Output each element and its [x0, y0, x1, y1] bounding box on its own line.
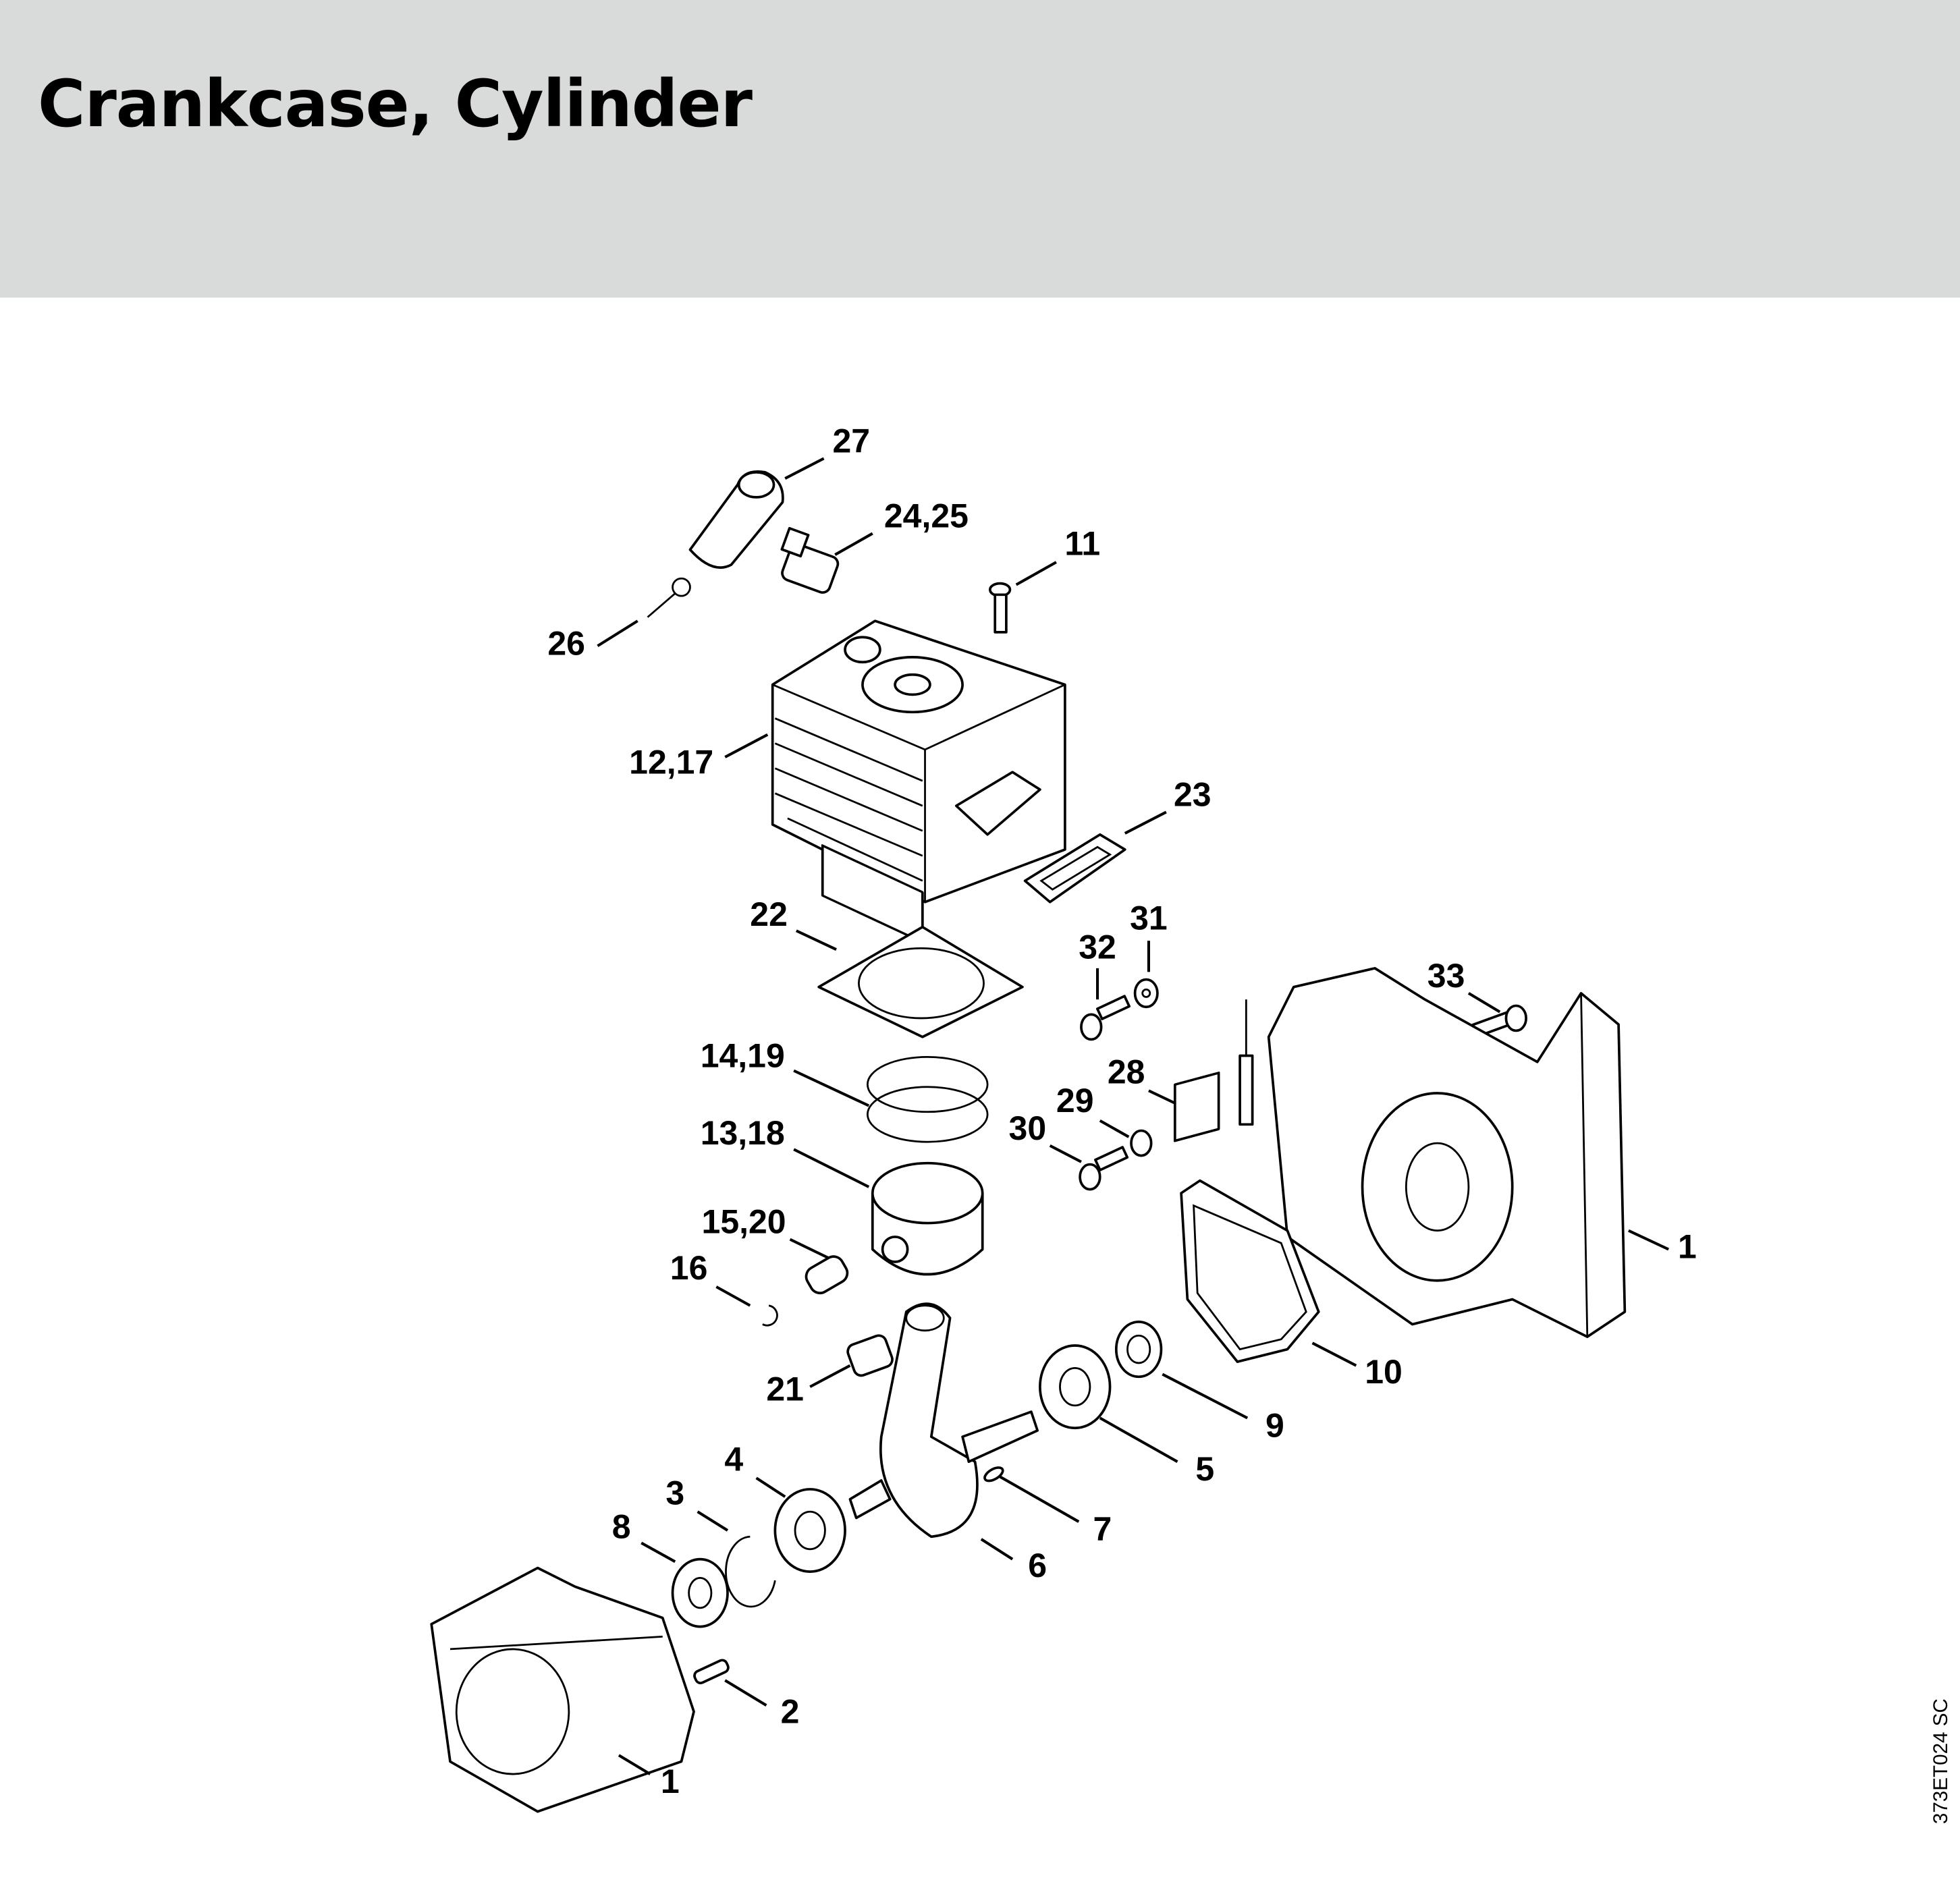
screw-30 — [1079, 1146, 1129, 1191]
callout-12-17: 12,17 — [629, 743, 713, 781]
callout-5: 5 — [1195, 1450, 1214, 1488]
cylinder — [771, 619, 1066, 944]
callout-23: 23 — [1174, 775, 1212, 813]
wire-pin — [1238, 999, 1254, 1126]
screw-33 — [1471, 1004, 1527, 1038]
callout-30: 30 — [1009, 1109, 1047, 1147]
callout-26: 26 — [547, 624, 585, 662]
screw-32 — [1080, 995, 1131, 1041]
header-bar — [0, 0, 1960, 298]
circlip-16 — [762, 1304, 778, 1327]
piston-rings — [866, 1055, 989, 1143]
cylinder-gasket-22 — [817, 925, 1024, 1038]
callout-14-19: 14,19 — [701, 1036, 785, 1074]
dowel-pin-2 — [693, 1659, 730, 1685]
crankcase-right — [1267, 967, 1627, 1338]
needle-cage-21 — [846, 1334, 894, 1377]
washer-31 — [1133, 978, 1159, 1009]
key-7 — [983, 1466, 1004, 1483]
callout-28: 28 — [1108, 1053, 1145, 1090]
callout-24-25: 24,25 — [884, 497, 969, 535]
callout-11: 11 — [1064, 524, 1100, 562]
gasket-23 — [1023, 833, 1126, 904]
callout-21: 21 — [766, 1370, 804, 1408]
ball-bearing-4 — [773, 1488, 846, 1573]
callout-16: 16 — [670, 1249, 708, 1287]
callout-27: 27 — [833, 422, 871, 460]
washer-29 — [1130, 1129, 1153, 1157]
clip-26 — [647, 577, 691, 618]
crankcase-gasket-10 — [1180, 1179, 1320, 1363]
crankcase-left — [430, 1566, 695, 1813]
page-title: Crankcase, Cylinder — [38, 66, 753, 142]
oil-seal-9 — [1114, 1320, 1163, 1379]
ball-bearing-5 — [1039, 1344, 1112, 1430]
callout-31: 31 — [1130, 899, 1168, 937]
callout-8: 8 — [612, 1507, 631, 1545]
crankshaft — [848, 1302, 1039, 1539]
callout-1-bottom: 1 — [661, 1763, 680, 1800]
spark-plug-boot — [688, 470, 784, 569]
callout-6: 6 — [1028, 1547, 1047, 1584]
callout-10: 10 — [1365, 1353, 1403, 1391]
callout-3: 3 — [665, 1474, 684, 1512]
callout-4: 4 — [724, 1440, 743, 1478]
screw-11 — [988, 582, 1012, 634]
spark-plug — [780, 526, 840, 594]
piston — [871, 1161, 984, 1276]
callout-13-18: 13,18 — [701, 1114, 785, 1152]
leader-lines — [597, 457, 1670, 1775]
oil-seal-8 — [671, 1557, 729, 1628]
callout-7: 7 — [1093, 1510, 1112, 1548]
callout-29: 29 — [1056, 1082, 1094, 1119]
callout-33: 33 — [1427, 957, 1465, 995]
circlip-3 — [725, 1535, 776, 1608]
callout-1-right: 1 — [1678, 1228, 1697, 1266]
pin-15-20 — [805, 1255, 849, 1295]
drawing-code: 373ET024 SC — [1930, 1698, 1952, 1824]
callout-2: 2 — [781, 1692, 800, 1730]
ignition-module-28 — [1173, 1072, 1220, 1142]
callout-22: 22 — [750, 895, 788, 933]
callout-32: 32 — [1079, 928, 1116, 966]
callout-15-20: 15,20 — [702, 1203, 786, 1241]
callout-9: 9 — [1265, 1406, 1284, 1444]
